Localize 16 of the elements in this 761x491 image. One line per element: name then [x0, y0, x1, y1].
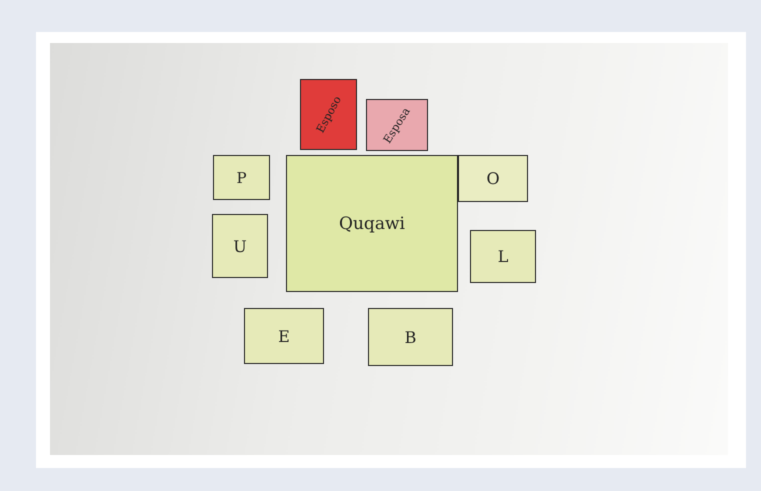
seat-box [286, 155, 458, 292]
seat-box [368, 308, 453, 366]
seat-label: L [498, 247, 508, 266]
seat-box [244, 308, 324, 364]
seat-box [300, 79, 357, 150]
seat-label: P [236, 168, 247, 186]
seat-label: O [486, 169, 500, 188]
seat-label: E [278, 326, 290, 346]
seat-label: U [233, 236, 247, 256]
seat-label: Quqawi [339, 214, 405, 234]
seat-label: B [404, 328, 416, 346]
seat-box [458, 155, 528, 202]
seat-box [470, 230, 536, 283]
seat-box [366, 99, 428, 151]
seat-box [213, 155, 270, 200]
seat-box [212, 214, 268, 278]
